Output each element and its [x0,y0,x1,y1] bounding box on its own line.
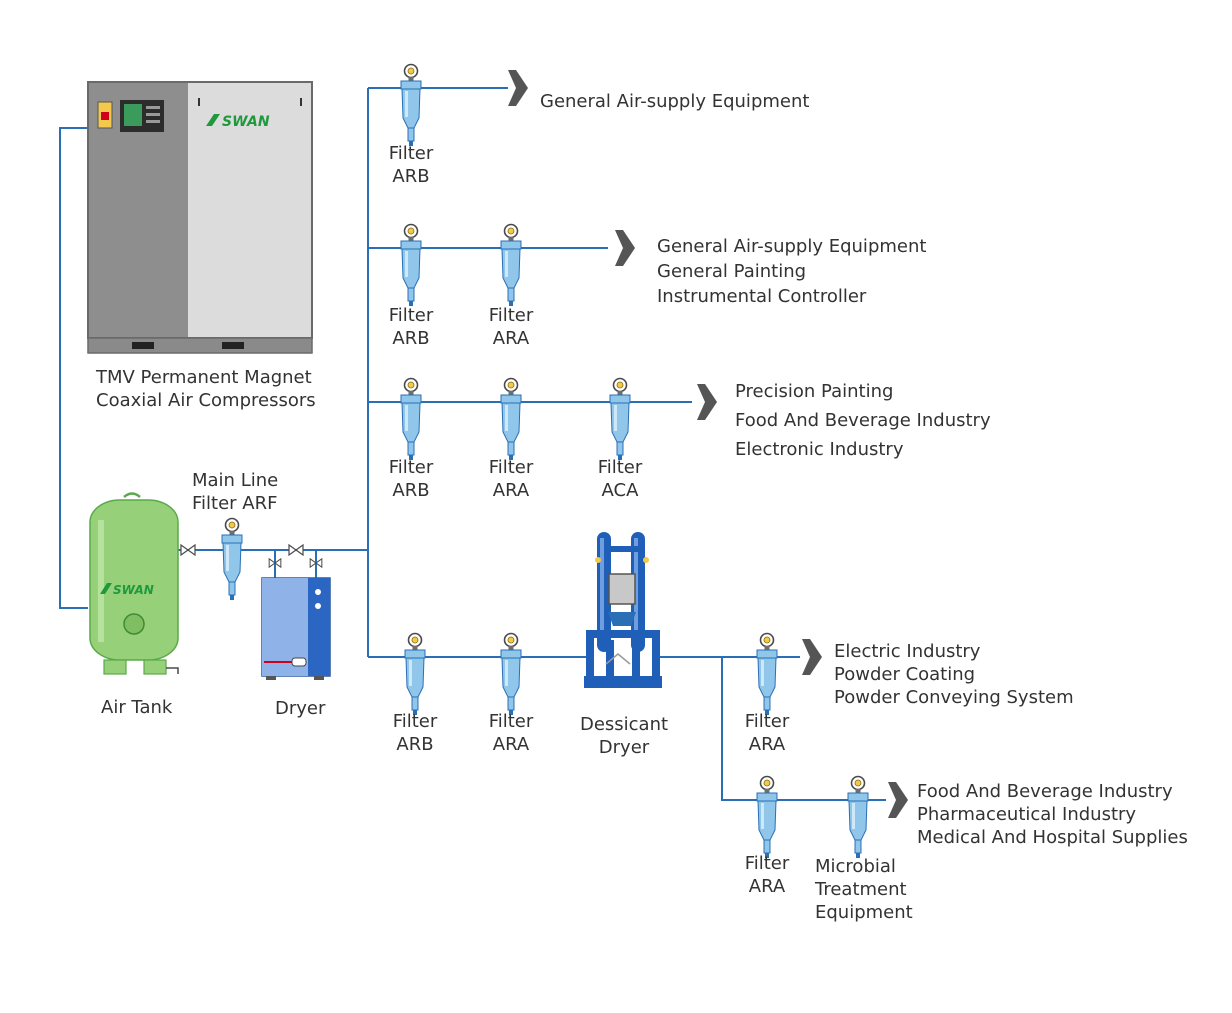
destination-item: Powder Coating [834,664,976,685]
swan-logo-icon: SWAN [100,583,154,597]
arrow-icon [802,639,822,675]
filter-arb-icon [404,632,426,716]
filter-ara-icon [500,377,522,461]
swan-logo-icon: SWAN [206,114,270,130]
destination-item: General Painting [657,261,807,282]
main-line-filter-icon [221,517,243,601]
filter-label: Filter ARB [388,143,434,187]
destination-item: Food And Beverage Industry [917,781,1173,802]
filter-label: Filter ARA [488,711,534,755]
destination-item: Medical And Hospital Supplies [917,827,1188,848]
destination-list-6: Food And Beverage Industry Pharmaceutica… [917,780,1188,849]
filter-arb-icon [400,63,422,147]
pipe-compressor-to-tank [59,127,88,609]
svg-text:SWAN: SWAN [113,583,154,597]
svg-text:SWAN: SWAN [222,114,270,130]
desiccant-dryer-caption: Dessicant Dryer [579,714,669,758]
destination-list-2: General Air-supply Equipment General Pai… [657,234,926,309]
filter-ara-icon [500,223,522,307]
dryer-caption: Dryer [275,698,326,719]
air-compressor: SWAN [87,81,313,354]
manhole-icon [123,613,145,635]
destination-item: Electric Industry [834,641,981,662]
compressor-caption: TMV Permanent Magnet Coaxial Air Compres… [96,367,316,411]
filter-label: Filter ARA [488,457,534,501]
refrigerated-dryer [261,577,331,680]
filter-aca-icon [609,377,631,461]
filter-arb-icon [400,377,422,461]
destination-item: Powder Conveying System [834,687,1074,708]
filter-label: Filter ARB [388,305,434,349]
filter-label: Filter ARA [744,711,790,755]
pipes [59,87,886,801]
destination-item: General Air-supply Equipment [540,91,810,112]
destination-item: Pharmaceutical Industry [917,804,1137,825]
destination-list-1: General Air-supply Equipment [540,90,809,114]
destination-list-3: Precision Painting Food And Beverage Ind… [735,377,991,464]
main-line-filter-caption: Main Line Filter ARF [192,470,279,514]
arrow-icon [697,384,717,420]
filter-label: Filter ARB [392,711,438,755]
arrow-icon [615,230,635,266]
filter-ara-icon [756,775,778,859]
valve-icon [288,544,304,556]
destination-item: Instrumental Controller [657,286,867,307]
filter-label: Filter ARA [488,305,534,349]
destination-item: Precision Painting [735,381,894,402]
filter-label: Filter ARB [388,457,434,501]
filter-label: Filter ARA [744,853,790,897]
valve-icon [180,544,196,556]
air-tank: SWAN [89,492,179,675]
microbial-treatment-caption: Microbial Treatment Equipment [815,856,913,923]
arrow-icon [508,70,528,106]
arrow-icon [888,782,908,818]
destination-list-5: Electric Industry Powder Coating Powder … [834,640,1074,709]
air-tank-caption: Air Tank [101,697,173,718]
filter-arb-icon [400,223,422,307]
pipe-branch-6 [721,657,886,801]
filter-ara-icon [500,632,522,716]
destination-item: Food And Beverage Industry [735,410,991,431]
control-panel-icon [97,100,164,132]
filter-ara-icon [756,632,778,716]
microbial-treatment-icon [847,775,869,859]
destination-item: Electronic Industry [735,439,904,460]
desiccant-dryer [584,532,662,688]
destination-item: General Air-supply Equipment [657,236,927,257]
filter-label: Filter ACA [597,457,643,501]
